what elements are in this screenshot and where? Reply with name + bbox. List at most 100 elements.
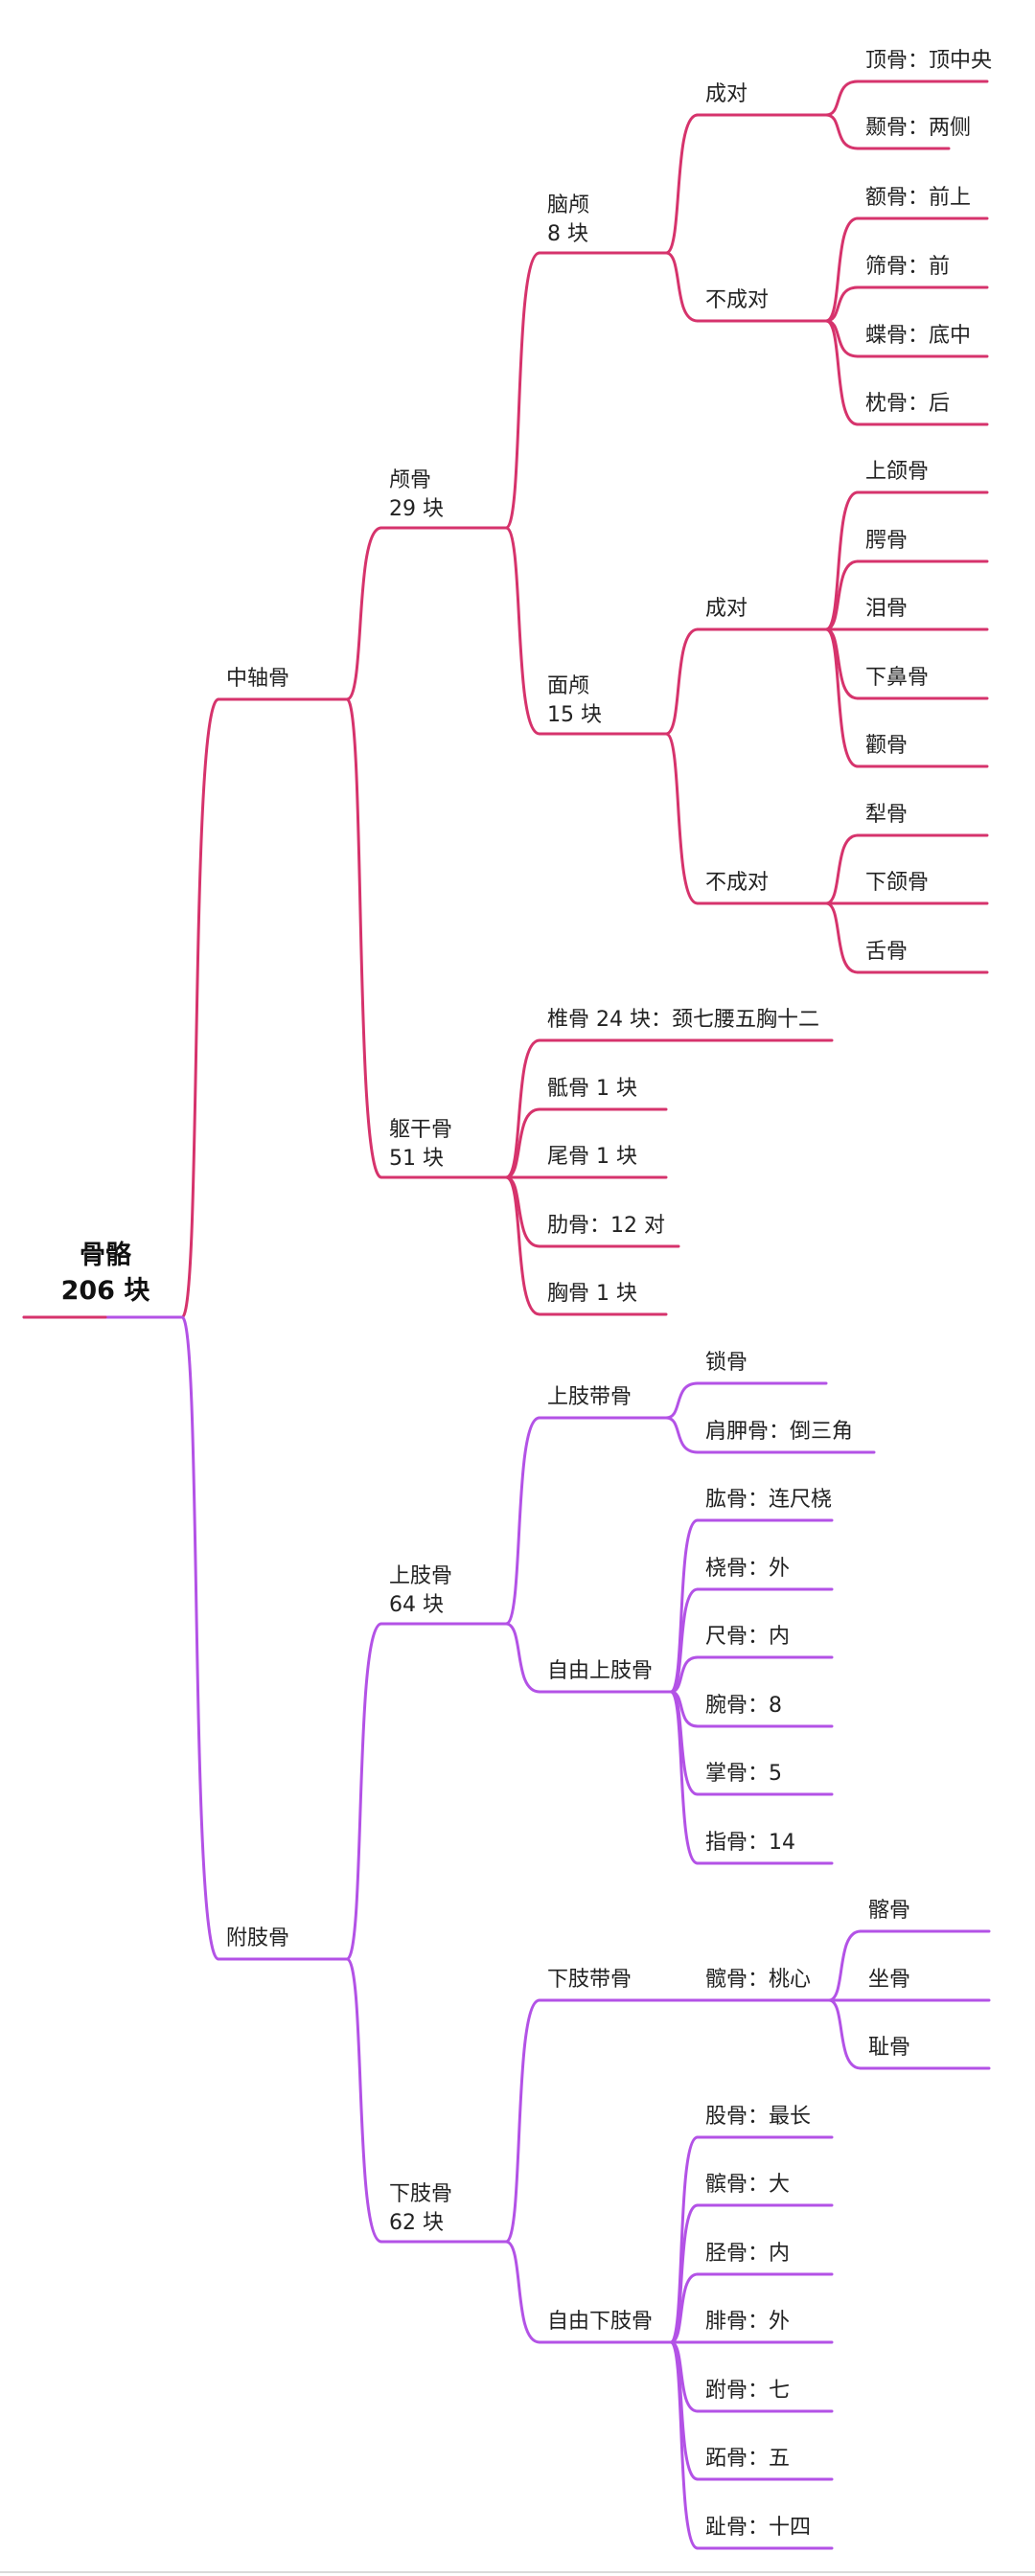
cranial-paired-node-connector xyxy=(665,113,699,255)
upper-limb-node: 上肢骨 64 块 xyxy=(389,1562,452,1620)
cranial-node-title: 脑颅 xyxy=(547,194,590,217)
cranial-node-connector xyxy=(504,251,540,530)
trunk-item-2: 尾骨 1 块 xyxy=(547,1145,637,1169)
cranial-unpaired-item-0: 额骨：前上 xyxy=(865,186,972,210)
cranial-unpaired-item-1-connector xyxy=(825,285,859,323)
facial-paired-node-connector xyxy=(665,627,699,736)
trunk-item-0: 椎骨 24 块：颈七腰五胸十二 xyxy=(547,1008,819,1032)
facial-unpaired-item-2-connector xyxy=(825,901,859,974)
hip-bone-item-0: 髂骨 xyxy=(868,1899,911,1923)
upper-limb-node-count: 64 块 xyxy=(389,1593,444,1617)
hip-bone-node: 髋骨：桃心 xyxy=(705,1968,812,1992)
upper-free-item-4: 掌骨：5 xyxy=(705,1762,782,1786)
lower-limb-node: 下肢骨 62 块 xyxy=(389,2180,452,2238)
skull-node-title: 颅骨 xyxy=(389,468,432,492)
hip-bone-item-0-connector xyxy=(828,1929,862,2002)
root-title: 骨骼 xyxy=(80,1241,131,1270)
axial-node: 中轴骨 xyxy=(226,667,290,691)
upper-girdle-item-1: 肩胛骨：倒三角 xyxy=(705,1420,854,1444)
cranial-unpaired-node-connector xyxy=(665,251,699,323)
trunk-node: 躯干骨 51 块 xyxy=(389,1116,452,1174)
upper-free-item-5-connector xyxy=(669,1690,699,1865)
facial-paired-item-1-connector xyxy=(825,559,859,631)
trunk-node-count: 51 块 xyxy=(389,1147,444,1171)
facial-node-connector xyxy=(505,526,540,736)
appendicular-node: 附肢骨 xyxy=(226,1926,290,1950)
page-bottom-divider xyxy=(0,2571,1035,2573)
facial-unpaired-item-0: 犁骨 xyxy=(865,803,908,827)
lower-free-item-0: 股骨：最长 xyxy=(705,2105,812,2129)
upper-girdle-node: 上肢带骨 xyxy=(547,1385,632,1409)
cranial-node: 脑颅 8 块 xyxy=(547,192,589,249)
lower-free-node: 自由下肢骨 xyxy=(547,2310,654,2334)
facial-paired-item-1: 腭骨 xyxy=(865,529,908,553)
facial-unpaired-item-2: 舌骨 xyxy=(865,940,908,964)
root-node: 骨骼 206 块 xyxy=(53,1238,158,1309)
upper-free-item-0: 肱骨：连尺桡 xyxy=(705,1488,833,1512)
cranial-unpaired-item-1: 筛骨：前 xyxy=(865,255,951,279)
lower-girdle-node-connector xyxy=(504,1998,540,2244)
upper-girdle-item-0: 锁骨 xyxy=(705,1351,748,1375)
trunk-item-4-connector xyxy=(505,1175,540,1316)
upper-limb-node-title: 上肢骨 xyxy=(389,1564,453,1588)
lower-free-item-4: 跗骨：七 xyxy=(705,2379,791,2403)
cranial-paired-item-1-connector xyxy=(825,113,859,150)
upper-girdle-item-0-connector xyxy=(665,1381,699,1420)
facial-unpaired-node-connector xyxy=(665,732,699,905)
upper-girdle-node-connector xyxy=(505,1416,540,1626)
cranial-unpaired-node: 不成对 xyxy=(705,288,770,312)
upper-girdle-item-1-connector xyxy=(665,1416,699,1454)
trunk-item-1-connector xyxy=(505,1107,540,1179)
cranial-unpaired-item-3-connector xyxy=(825,319,859,426)
upper-free-item-2: 尺骨：内 xyxy=(705,1625,791,1649)
lower-free-item-1-connector xyxy=(670,2203,699,2344)
facial-paired-item-4-connector xyxy=(825,627,859,768)
appendicular-node-connector xyxy=(180,1315,220,1961)
facial-paired-node: 成对 xyxy=(705,597,748,621)
axial-node-connector xyxy=(180,697,220,1319)
cranial-paired-item-0-connector xyxy=(825,80,859,117)
cranial-paired-item-0: 顶骨：顶中央 xyxy=(865,49,993,73)
facial-paired-item-3: 下鼻骨 xyxy=(865,666,930,690)
lower-free-item-2: 胫骨：内 xyxy=(705,2242,791,2266)
cranial-node-count: 8 块 xyxy=(547,222,588,246)
hip-bone-item-2: 耻骨 xyxy=(868,2036,911,2060)
lower-limb-node-count: 62 块 xyxy=(389,2211,444,2235)
lower-free-item-2-connector xyxy=(670,2272,699,2344)
skull-node-connector xyxy=(346,526,382,701)
trunk-node-title: 躯干骨 xyxy=(389,1118,453,1142)
upper-free-item-5: 指骨：14 xyxy=(705,1831,795,1855)
cranial-unpaired-item-0-connector xyxy=(825,217,859,323)
upper-free-node: 自由上肢骨 xyxy=(547,1659,654,1683)
skull-node: 颅骨 29 块 xyxy=(389,467,444,524)
hip-bone-item-1: 坐骨 xyxy=(868,1968,911,1992)
facial-paired-item-0: 上颌骨 xyxy=(865,460,930,484)
cranial-paired-node: 成对 xyxy=(705,82,748,106)
lower-free-node-connector xyxy=(505,2240,540,2344)
upper-free-item-1-connector xyxy=(670,1587,699,1694)
trunk-item-0-connector xyxy=(505,1038,540,1179)
trunk-node-connector xyxy=(345,697,382,1179)
facial-paired-item-4: 颧骨 xyxy=(865,734,908,758)
lower-free-item-5: 跖骨：五 xyxy=(705,2447,791,2471)
cranial-paired-item-1: 颞骨：两侧 xyxy=(865,116,972,140)
facial-node-count: 15 块 xyxy=(547,703,602,727)
upper-free-item-3: 腕骨：8 xyxy=(705,1694,782,1718)
facial-unpaired-node: 不成对 xyxy=(705,871,770,895)
trunk-item-1: 骶骨 1 块 xyxy=(547,1077,637,1101)
cranial-unpaired-item-3: 枕骨：后 xyxy=(865,392,951,416)
cranial-unpaired-item-2: 蝶骨：底中 xyxy=(865,324,972,348)
root-count: 206 块 xyxy=(60,1276,150,1306)
upper-free-item-2-connector xyxy=(670,1655,699,1694)
lower-limb-node-title: 下肢骨 xyxy=(389,2182,453,2206)
facial-node-title: 面颅 xyxy=(547,674,590,698)
upper-free-node-connector xyxy=(505,1622,540,1694)
upper-free-item-1: 桡骨：外 xyxy=(705,1557,791,1581)
trunk-item-4: 胸骨 1 块 xyxy=(547,1282,637,1306)
skull-node-count: 29 块 xyxy=(389,497,444,521)
facial-node: 面颅 15 块 xyxy=(547,672,602,730)
lower-girdle-node: 下肢带骨 xyxy=(547,1968,632,1992)
upper-limb-node-connector xyxy=(345,1622,382,1961)
facial-unpaired-item-1: 下颌骨 xyxy=(865,871,930,895)
